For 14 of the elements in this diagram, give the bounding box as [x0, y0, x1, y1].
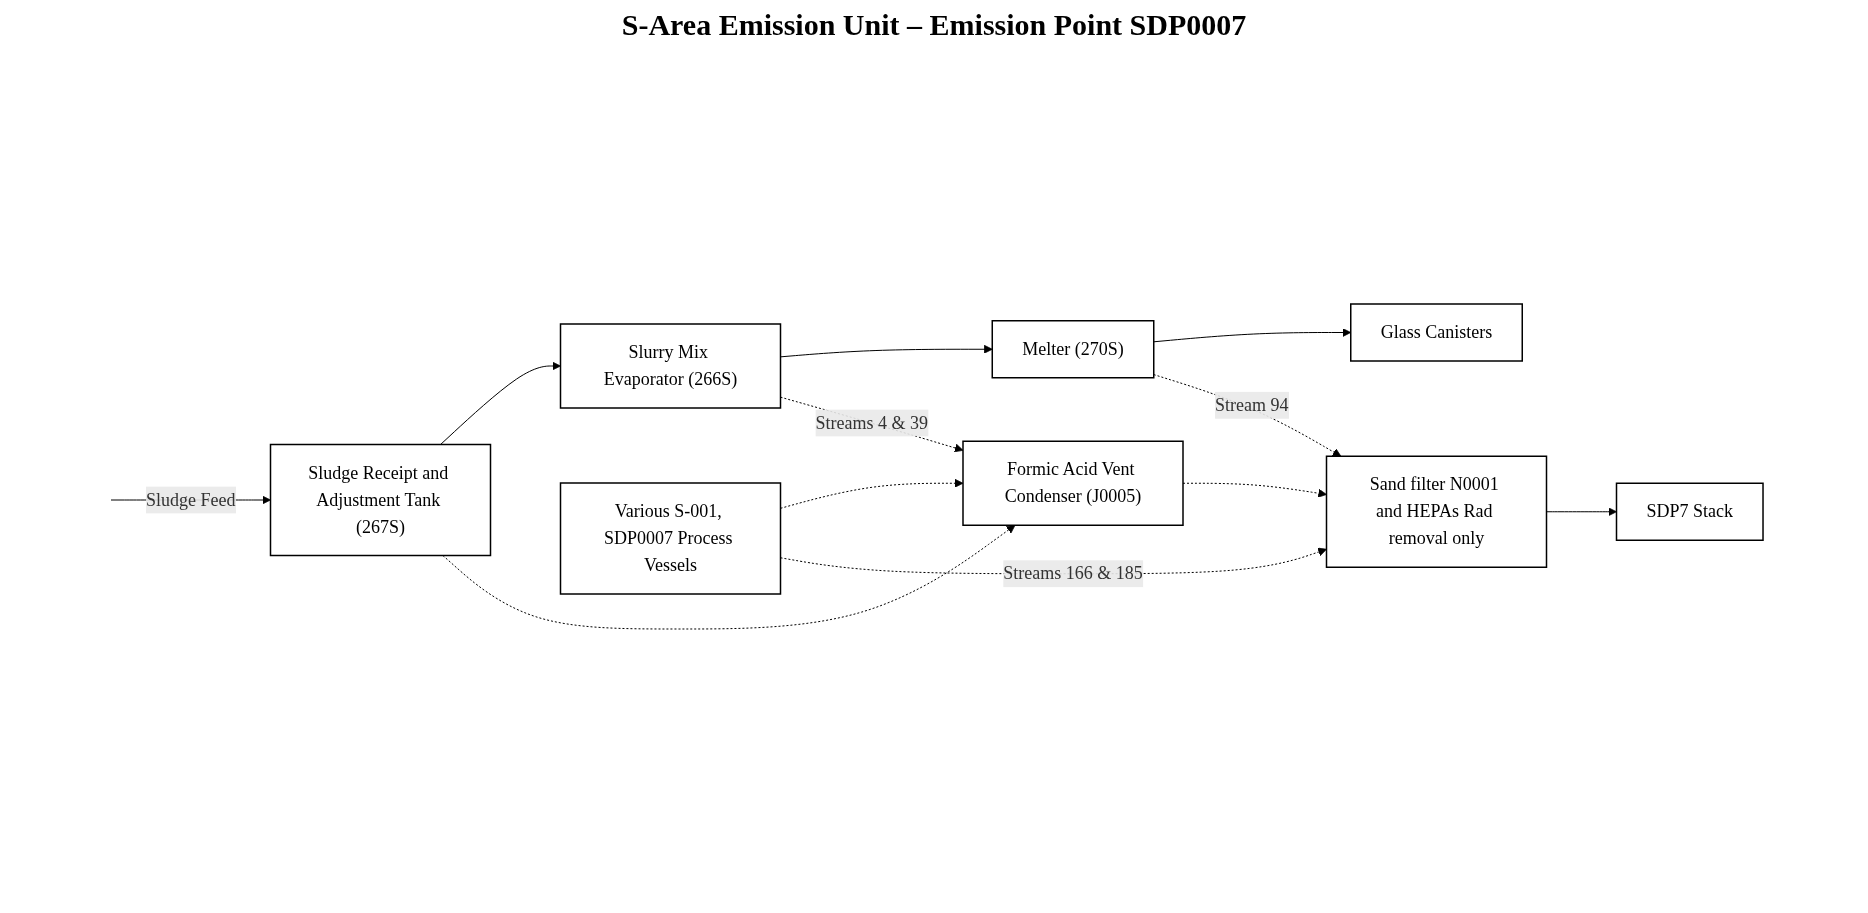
- node-box: Various S-001, SDP0007 Process Vessels: [560, 481, 782, 595]
- node-box: SDP7 Stack: [1616, 482, 1765, 541]
- node-box: Sand filter N0001 and HEPAs Rad removal only: [1326, 455, 1548, 568]
- diagram-title: S-Area Emission Unit – Emission Point SDP0007: [620, 8, 1248, 42]
- node-box: Formic Acid Vent Condenser (J0005): [962, 440, 1185, 526]
- edge-label: Stream 94: [1215, 394, 1289, 415]
- node-box: Glass Canisters: [1350, 302, 1524, 362]
- edge-label: Streams 166 & 185: [1003, 562, 1144, 583]
- node-box: Melter (270S): [992, 319, 1155, 378]
- node-box: Slurry Mix Evaporator (266S): [560, 322, 782, 409]
- edge-label: Streams 4 & 39: [815, 412, 929, 432]
- edge-label: Sludge Feed: [146, 489, 236, 509]
- arrow: [442, 524, 1016, 629]
- node-box: Sludge Receipt and Adjustment Tank (267S): [270, 443, 492, 556]
